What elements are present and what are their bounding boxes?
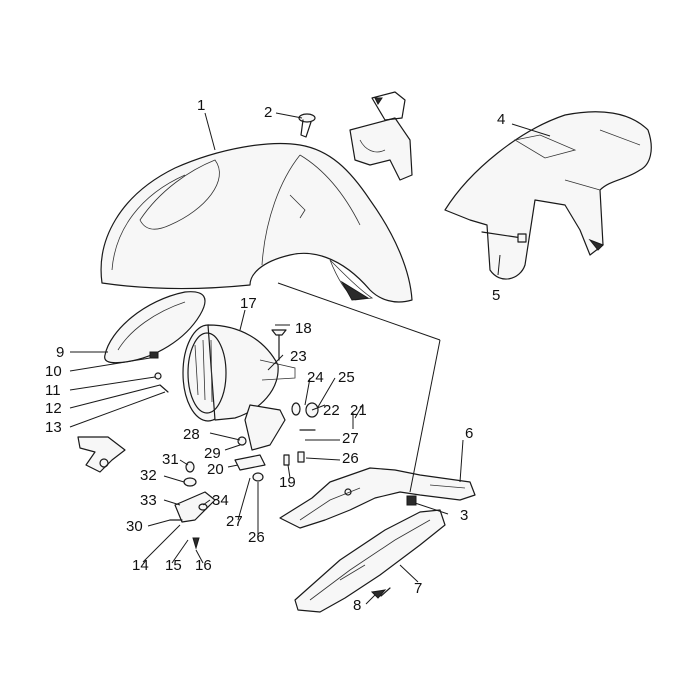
- screw-part-2: [298, 113, 316, 138]
- callout-23: 23: [290, 348, 307, 365]
- small-hardware-11-13: [149, 351, 169, 393]
- callout-20: 20: [207, 461, 224, 478]
- callout-6: 6: [465, 425, 473, 442]
- callout-26a: 26: [342, 450, 359, 467]
- callout-21: 21: [350, 402, 367, 419]
- mudguard-bracket-part: [349, 91, 413, 181]
- callout-26b: 26: [248, 529, 265, 546]
- callout-4: 4: [497, 111, 505, 128]
- callout-12: 12: [45, 400, 62, 417]
- callout-27a: 27: [342, 430, 359, 447]
- trim-ring-part: [104, 291, 206, 364]
- callout-25: 25: [338, 369, 355, 386]
- callout-34: 34: [212, 492, 229, 509]
- subframe-part: [279, 467, 476, 529]
- callout-9: 9: [56, 344, 64, 361]
- callout-10: 10: [45, 363, 62, 380]
- callout-22: 22: [323, 402, 340, 419]
- callout-33: 33: [140, 492, 157, 509]
- headlight-housing-part: [182, 324, 296, 422]
- callout-24: 24: [307, 369, 324, 386]
- callout-14: 14: [132, 557, 149, 574]
- callout-2: 2: [264, 104, 272, 121]
- callout-8: 8: [353, 597, 361, 614]
- callout-labels: 1 2 4 5 17 18 9 10 11 12 13 23 24 25 22 …: [45, 97, 505, 614]
- callout-13: 13: [45, 419, 62, 436]
- callout-30: 30: [126, 518, 143, 535]
- inner-mudguard-part: [444, 111, 652, 280]
- callout-3: 3: [460, 507, 468, 524]
- callout-15: 15: [165, 557, 182, 574]
- lower-cover-part: [294, 509, 446, 613]
- callout-32: 32: [140, 467, 157, 484]
- callout-19: 19: [279, 474, 296, 491]
- callout-27b: 27: [226, 513, 243, 530]
- screw-part-8: [370, 587, 391, 599]
- callout-28: 28: [183, 426, 200, 443]
- callout-17: 17: [240, 295, 257, 312]
- nut-part-3: [406, 495, 417, 506]
- callout-1: 1: [197, 97, 205, 114]
- callout-18: 18: [295, 320, 312, 337]
- callout-5: 5: [492, 287, 500, 304]
- screw-part-5: [481, 231, 527, 243]
- callout-31: 31: [162, 451, 179, 468]
- callout-29: 29: [204, 445, 221, 462]
- front-mudguard-part: [100, 142, 413, 303]
- leader-lines: [69, 112, 551, 605]
- callout-11: 11: [45, 382, 61, 399]
- headlight-bracket-lower-left: [77, 436, 126, 473]
- callout-16: 16: [195, 557, 212, 574]
- callout-7: 7: [414, 580, 422, 597]
